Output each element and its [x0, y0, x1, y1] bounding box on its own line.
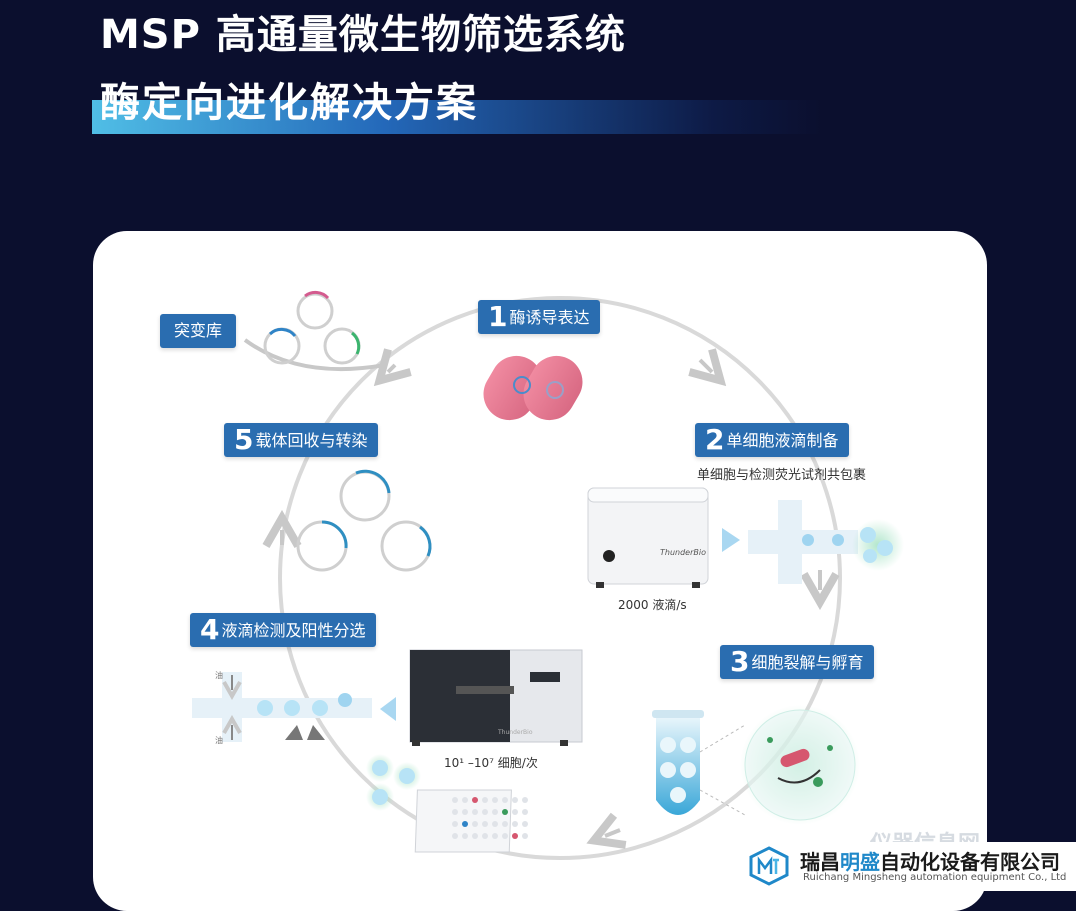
library-arrow — [243, 338, 386, 372]
step-text: 载体回收与转染 — [255, 431, 368, 450]
company-name-en: Ruichang Mingsheng automation equipment … — [803, 872, 1067, 883]
test-tube-icon — [652, 710, 704, 815]
mutant-library-label: 突变库 — [160, 314, 237, 348]
company-name-highlight: 明盛 — [840, 850, 880, 874]
step-text: 单细胞液滴制备 — [726, 431, 839, 450]
droplet-sorter-device — [380, 649, 583, 746]
company-logo-box — [743, 842, 1076, 891]
step-text: 细胞裂解与孵育 — [751, 653, 864, 672]
oil-label-top: 油 — [215, 671, 223, 680]
rate-caption: 2000 液滴/s — [618, 598, 687, 612]
step-2-caption: 单细胞与检测荧光试剂共包裹 — [697, 468, 867, 483]
step-number: 2 — [705, 423, 725, 456]
cycle-ring — [280, 296, 842, 860]
step-number: 5 — [234, 423, 254, 456]
step-number: 3 — [730, 645, 750, 678]
company-name-post: 自动化设备有限公司 — [880, 850, 1060, 874]
oil-label-bottom: 油 — [215, 736, 223, 745]
company-name: 瑞昌明盛自动化设备有限公司 — [800, 846, 1060, 875]
step-text: 液滴检测及阳性分选 — [221, 621, 366, 640]
sorting-chip — [192, 672, 372, 742]
step-number: 1 — [488, 300, 508, 333]
magnified-droplet — [699, 705, 860, 825]
step-text: 酶诱导表达 — [509, 308, 590, 327]
plasmid-icon — [263, 290, 361, 365]
company-logo-icon — [749, 846, 789, 886]
step-number: 4 — [200, 613, 220, 646]
hero-highlight — [92, 100, 822, 134]
device-brand-small: ThunderBio — [498, 729, 533, 736]
microfluidic-chip — [748, 500, 904, 584]
workflow-diagram: ThunderBio — [192, 290, 904, 860]
cell-pills-icon — [483, 355, 583, 421]
droplet-generator-device — [587, 487, 740, 588]
well-plate-icon — [414, 789, 528, 853]
plasmid-icon — [296, 469, 432, 572]
positive-droplets — [366, 754, 421, 811]
company-name-pre: 瑞昌 — [800, 850, 840, 874]
page-subtitle: 酶定向进化解决方案 — [100, 80, 478, 126]
throughput-caption: 10¹ –10⁷ 细胞/次 — [444, 756, 538, 770]
device-brand: ThunderBio — [660, 548, 706, 557]
page-title: MSP 高通量微生物筛选系统 — [100, 12, 626, 58]
